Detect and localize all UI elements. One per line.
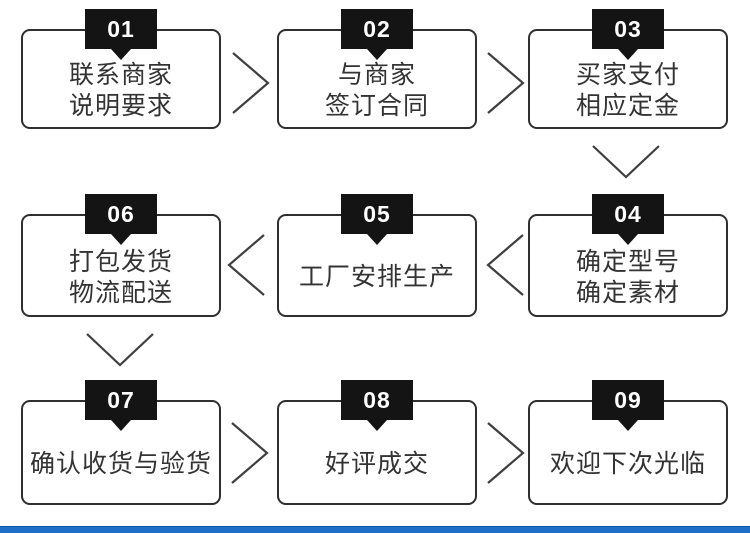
step-box-09: 09 欢迎下次光临: [528, 380, 728, 505]
arrow-right-icon: [232, 52, 270, 114]
step-number: 03: [614, 15, 642, 42]
step-box-04: 04 确定型号 确定素材: [528, 194, 728, 317]
step-number: 01: [107, 15, 135, 42]
step-box-03: 03 买家支付 相应定金: [528, 9, 728, 129]
step-label-line: 欢迎下次光临: [549, 450, 706, 478]
step-label: 确定型号 确定素材: [576, 247, 680, 309]
step-label: 确认收货与验货: [30, 449, 212, 480]
step-box-05: 05 工厂安排生产: [277, 194, 477, 317]
accent-bar: [0, 526, 750, 533]
step-label: 买家支付 相应定金: [576, 60, 680, 122]
step-box-07: 07 确认收货与验货: [21, 380, 221, 505]
step-number-badge: 03: [592, 9, 664, 49]
step-label: 欢迎下次光临: [550, 449, 706, 480]
step-label-line: 联系商家: [68, 61, 173, 89]
step-number: 07: [107, 386, 135, 413]
step-box-02: 02 与商家 签订合同: [277, 9, 477, 129]
step-number-badge: 02: [341, 9, 413, 49]
step-label-line: 确定型号: [575, 247, 680, 276]
step-label-line: 工厂安排生产: [298, 263, 455, 291]
step-label-line: 说明要求: [68, 92, 173, 120]
step-number-badge: 05: [341, 194, 413, 234]
step-label-line: 与商家: [337, 61, 416, 89]
step-label-line: 签订合同: [324, 92, 429, 120]
step-box-06: 06 打包发货 物流配送: [21, 194, 221, 317]
step-label-line: 确定素材: [575, 278, 680, 307]
step-box-08: 08 好评成交: [277, 380, 477, 505]
step-number-badge: 06: [85, 194, 157, 234]
step-number-badge: 01: [85, 9, 157, 49]
step-label-line: 好评成交: [324, 450, 429, 478]
step-label-line: 相应定金: [575, 92, 680, 120]
step-number: 05: [363, 200, 391, 227]
arrow-right-icon: [487, 422, 525, 484]
step-label: 工厂安排生产: [299, 262, 455, 293]
step-label: 联系商家 说明要求: [69, 60, 173, 122]
arrow-down-icon: [86, 333, 154, 367]
step-label: 打包发货 物流配送: [69, 247, 173, 309]
step-number: 08: [363, 386, 391, 413]
arrow-right-icon: [231, 422, 269, 484]
step-number: 04: [614, 200, 642, 227]
arrow-left-icon: [227, 234, 265, 296]
step-number-badge: 04: [592, 194, 664, 234]
step-number-badge: 09: [592, 380, 664, 420]
arrow-left-icon: [486, 234, 524, 296]
step-number: 06: [107, 200, 135, 227]
arrow-right-icon: [487, 52, 525, 114]
step-label-line: 确认收货与验货: [29, 450, 212, 478]
step-number-badge: 07: [85, 380, 157, 420]
step-label: 好评成交: [325, 449, 429, 480]
step-number: 09: [614, 386, 642, 413]
step-label-line: 打包发货: [68, 247, 173, 276]
step-label: 与商家 签订合同: [325, 60, 429, 122]
step-number-badge: 08: [341, 380, 413, 420]
step-number: 02: [363, 15, 391, 42]
step-label-line: 买家支付: [575, 61, 680, 89]
arrow-down-icon: [592, 145, 660, 179]
step-box-01: 01 联系商家 说明要求: [21, 9, 221, 129]
step-label-line: 物流配送: [68, 278, 173, 307]
